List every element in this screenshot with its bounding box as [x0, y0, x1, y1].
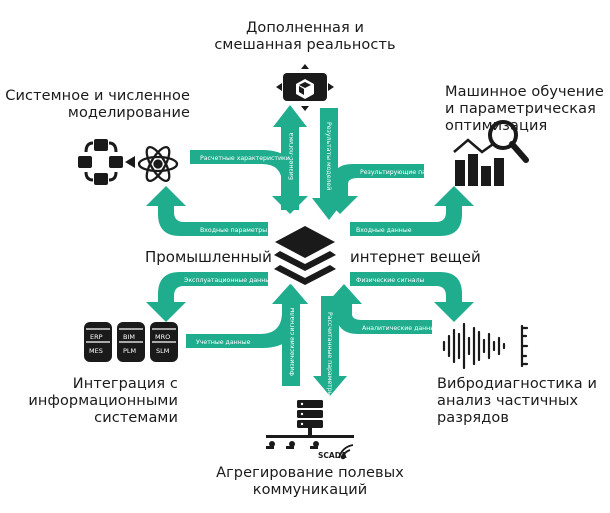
- arrow-label-bottom-down: Рассчитанные параметры: [326, 312, 333, 397]
- arrow-left-out: [146, 186, 268, 236]
- wifi-icon: [338, 444, 354, 460]
- system-mro: MRO: [155, 333, 170, 341]
- arrow-up-bottom: [274, 284, 308, 386]
- arrow-br-in: [326, 284, 432, 334]
- arrow-br-out: [350, 272, 474, 322]
- center-label-left: Промышленный: [145, 248, 272, 266]
- system-slm: SLM: [156, 347, 169, 355]
- database-icons: ERP BIM MRO MES PLM SLM: [84, 322, 178, 362]
- arrow-right-in: [322, 164, 424, 214]
- node-bottom-left-label: Интеграция с информационными системами: [28, 376, 178, 426]
- layers-icon: [274, 226, 336, 285]
- arrow-label-top-down: Результаты моделей: [325, 122, 333, 190]
- arrow-right-out: [350, 186, 474, 236]
- system-mes: MES: [89, 347, 103, 355]
- node-top-label: Дополненная и смешанная реальность: [214, 20, 396, 53]
- arrow-down-bottom: [313, 296, 347, 396]
- arrow-label-right-in: Результирующие параметры: [360, 169, 455, 176]
- arrow-bl-out: [146, 272, 268, 322]
- node-top-right-label: Машинное обучение и параметрическая опти…: [445, 84, 604, 134]
- plug-icons: [266, 441, 319, 449]
- system-bim: BIM: [123, 333, 135, 341]
- arrow-label-br-in: Аналитические данные: [362, 325, 439, 332]
- arrow-label-left-in: Расчетные характеристики: [200, 155, 290, 162]
- arrow-label-bl-out: Эксплуатационные данные: [184, 277, 274, 284]
- arrow-label-right-out: Входные данные: [356, 227, 412, 234]
- center-label-right: интернет вещей: [350, 248, 481, 266]
- arrow-label-bl-in: Учетные данные: [196, 339, 251, 346]
- node-bottom-label: Агрегирование полевых коммуникаций: [216, 465, 404, 498]
- simulation-cycle-icon: [78, 139, 135, 185]
- waveform-icon: [442, 322, 529, 370]
- ar-headset-icon: [276, 64, 334, 111]
- arrow-label-left-out: Входные параметры: [200, 227, 267, 234]
- node-top-left-label: Системное и численное моделирование: [5, 88, 190, 121]
- arrow-left-in: [190, 150, 308, 214]
- system-erp: ERP: [90, 333, 103, 341]
- arrow-label-bottom-up: Физические сигналы: [289, 307, 296, 376]
- system-plm: PLM: [123, 347, 136, 355]
- ml-analytics-icon: [453, 120, 529, 186]
- server-icon: [266, 400, 354, 438]
- node-bottom-right-label: Вибродиагностика и анализ частичных разр…: [437, 376, 598, 426]
- scada-label: SCADA: [318, 451, 347, 460]
- arrow-label-br-out: Физические сигналы: [356, 277, 425, 284]
- arrow-label-top-up: Бизнес-логика: [288, 132, 295, 180]
- atom-icon: [137, 146, 179, 182]
